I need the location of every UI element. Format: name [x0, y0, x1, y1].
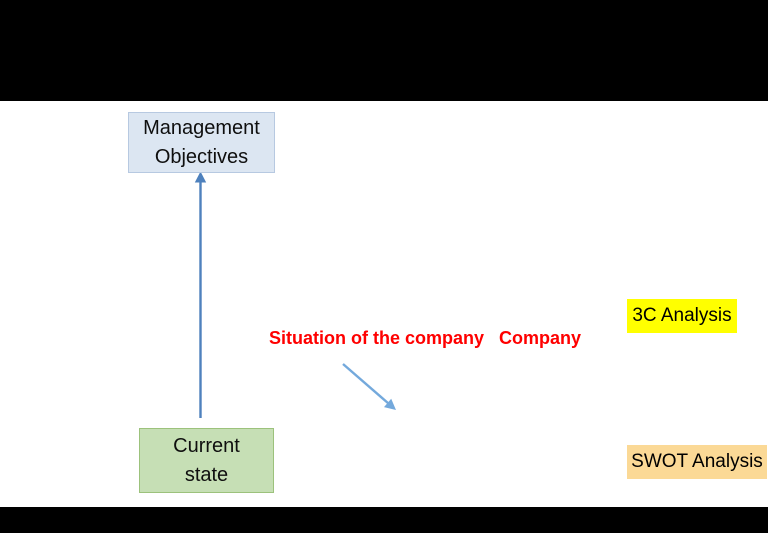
management-objectives-box[interactable]: Management Objectives	[128, 112, 275, 173]
swot-analysis-label: SWOT Analysis	[631, 451, 763, 472]
diagonal-arrow[interactable]	[342, 363, 396, 410]
bottom-letterbox-bar	[0, 507, 768, 533]
up-arrowhead-icon	[194, 171, 207, 183]
up-arrow[interactable]	[194, 171, 207, 419]
swot-analysis-box[interactable]: SWOT Analysis	[627, 445, 767, 479]
company-label[interactable]: Company	[499, 328, 582, 348]
current-state-label: Current state	[173, 434, 240, 486]
current-state-box[interactable]: Current state	[139, 428, 274, 493]
top-letterbox-bar	[0, 0, 768, 101]
3c-analysis-label: 3C Analysis	[632, 305, 732, 326]
situation-of-company-label[interactable]: Situation of the company	[269, 328, 485, 348]
3c-analysis-box[interactable]: 3C Analysis	[627, 299, 737, 333]
diagonal-arrowhead-icon	[384, 398, 396, 410]
management-objectives-label: Management Objectives	[143, 116, 260, 168]
diagonal-arrow-line	[342, 363, 390, 405]
